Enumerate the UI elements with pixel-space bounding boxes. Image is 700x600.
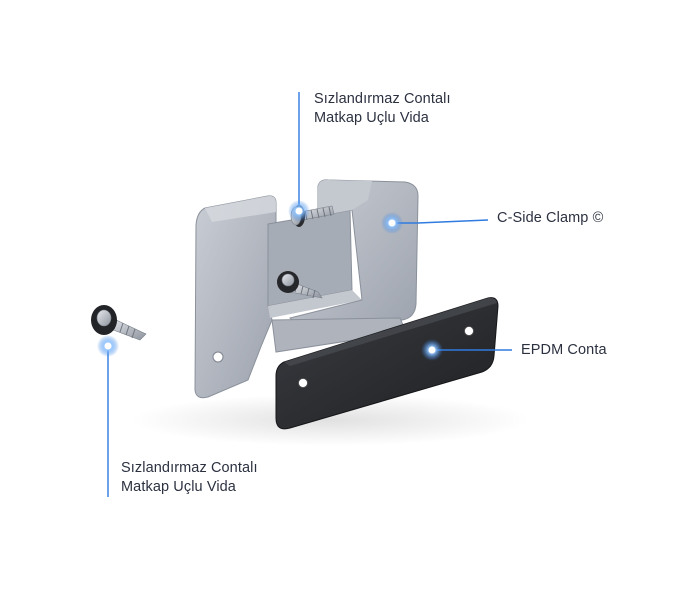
callout-markers [97, 200, 443, 361]
label-clamp: C-Side Clamp © [497, 209, 603, 228]
clamp-channel-floor [268, 290, 362, 318]
clamp-left-hole [212, 351, 224, 363]
label-top-screw: Sızlandırmaz Contalı Matkap Uçlu Vida [314, 90, 451, 128]
gasket-hole-right [464, 326, 474, 336]
loose-screw [91, 305, 147, 341]
label-loose-screw-line2: Matkap Uçlu Vida [121, 479, 236, 495]
label-top-screw-line2: Matkap Uçlu Vida [314, 110, 429, 126]
label-loose-screw: Sızlandırmaz Contalı Matkap Uçlu Vida [121, 459, 258, 497]
gasket-hole-left [298, 378, 308, 388]
epdm-gasket [275, 297, 499, 430]
floor-shadow [130, 394, 530, 446]
clamp-left-flange [194, 195, 277, 399]
label-gasket-text: EPDM Conta [521, 342, 607, 358]
label-loose-screw-line1: Sızlandırmaz Contalı [121, 460, 258, 476]
middle-screw [277, 271, 323, 299]
label-top-screw-line1: Sızlandırmaz Contalı [314, 91, 451, 107]
label-clamp-text: C-Side Clamp © [497, 210, 604, 226]
label-gasket: EPDM Conta [521, 341, 607, 360]
